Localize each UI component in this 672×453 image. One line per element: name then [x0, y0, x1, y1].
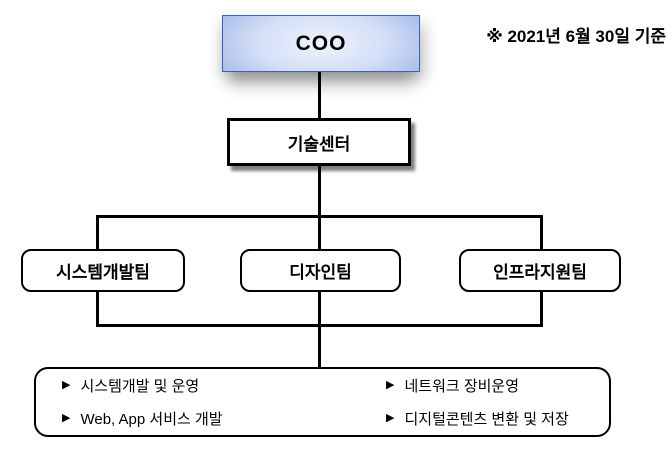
team-node-infra-support: 인프라지원팀	[459, 249, 621, 292]
duty-item: ▶ Web, App 서비스 개발	[62, 408, 386, 429]
team-label: 시스템개발팀	[56, 263, 150, 282]
bullet-triangle-icon: ▶	[62, 412, 71, 424]
team-label: 디자인팀	[289, 263, 352, 282]
tech-center-label: 기술센터	[287, 134, 351, 154]
reference-date-note: ※ 2021년 6월 30일 기준	[486, 27, 666, 46]
duty-text: 디지털콘텐츠 변환 및 저장	[404, 411, 569, 428]
duty-text: Web, App 서비스 개발	[80, 411, 223, 428]
duties-box: ▶ 시스템개발 및 운영 ▶ 네트워크 장비운영 ▶ Web, App 서비스 …	[34, 367, 611, 437]
team-label: 인프라지원팀	[493, 263, 587, 282]
duty-text: 시스템개발 및 운영	[80, 378, 200, 395]
coo-label: COO	[295, 31, 347, 55]
coo-node: COO	[222, 15, 420, 72]
connector-bottom-bus	[96, 324, 543, 327]
duty-item: ▶ 네트워크 장비운영	[386, 375, 609, 396]
duty-item: ▶ 디지털콘텐츠 변환 및 저장	[386, 408, 609, 429]
connector-top-bus	[96, 215, 543, 218]
bullet-triangle-icon: ▶	[62, 379, 71, 391]
team-node-system-dev: 시스템개발팀	[21, 249, 185, 292]
team-node-design: 디자인팀	[240, 249, 401, 292]
duty-text: 네트워크 장비운영	[404, 378, 520, 395]
bullet-triangle-icon: ▶	[386, 412, 395, 424]
connector-center-vertical	[318, 72, 321, 368]
tech-center-node: 기술센터	[227, 118, 411, 166]
duty-item: ▶ 시스템개발 및 운영	[62, 375, 386, 396]
bullet-triangle-icon: ▶	[386, 379, 395, 391]
